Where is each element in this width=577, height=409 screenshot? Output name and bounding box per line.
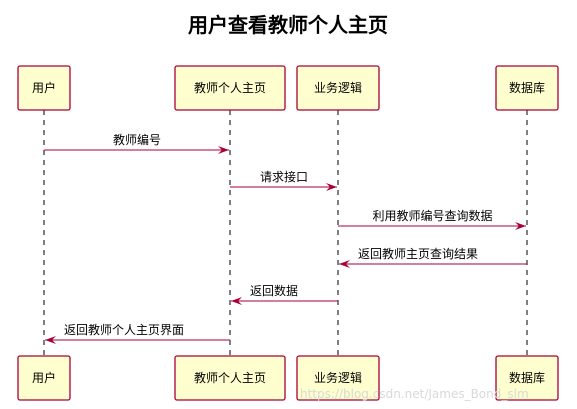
arrow-head bbox=[231, 297, 242, 305]
participant-box bbox=[495, 65, 559, 111]
arrow-head bbox=[326, 183, 337, 191]
message-label: 教师编号 bbox=[113, 132, 161, 147]
arrow-head bbox=[218, 146, 229, 154]
message-4: 返回教师主页查询结果 bbox=[339, 246, 527, 268]
participant-label: 用户 bbox=[32, 370, 56, 385]
watermark-text: https://blog.csdn.net/James_Bond_slm bbox=[300, 387, 529, 401]
participant-box bbox=[17, 355, 71, 401]
participant-user-top: 用户 bbox=[17, 65, 71, 111]
participant-db-bottom: 数据库 bbox=[495, 355, 559, 401]
participant-logic-top: 业务逻辑 bbox=[296, 65, 380, 111]
participant-db-top: 数据库 bbox=[495, 65, 559, 111]
arrow-head bbox=[339, 260, 350, 268]
messages: 教师编号请求接口利用教师编号查询数据返回教师主页查询结果返回数据返回教师个人主页… bbox=[44, 132, 527, 344]
participant-box bbox=[17, 65, 71, 111]
participant-label: 教师个人主页 bbox=[194, 370, 266, 385]
participant-label: 数据库 bbox=[509, 80, 545, 95]
participant-box bbox=[296, 355, 380, 401]
participant-label: 教师个人主页 bbox=[194, 80, 266, 95]
message-label: 返回教师主页查询结果 bbox=[358, 246, 478, 261]
message-label: 返回教师个人主页界面 bbox=[64, 322, 184, 337]
lifelines bbox=[43, 110, 528, 356]
message-3: 利用教师编号查询数据 bbox=[338, 208, 526, 230]
participant-teacher_home-top: 教师个人主页 bbox=[174, 65, 286, 111]
participant-logic-bottom: 业务逻辑 bbox=[296, 355, 380, 401]
arrow-head bbox=[515, 222, 526, 230]
message-label: 利用教师编号查询数据 bbox=[372, 208, 492, 223]
message-5: 返回数据 bbox=[231, 283, 338, 305]
participant-box bbox=[174, 355, 286, 401]
participant-user-bottom: 用户 bbox=[17, 355, 71, 401]
participant-box bbox=[495, 355, 559, 401]
message-1: 教师编号 bbox=[44, 132, 229, 154]
diagram-title: 用户查看教师个人主页 bbox=[188, 13, 388, 37]
arrow-head bbox=[45, 336, 56, 344]
participant-label: 业务逻辑 bbox=[314, 370, 362, 385]
participant-box bbox=[296, 65, 380, 111]
message-6: 返回教师个人主页界面 bbox=[45, 322, 230, 344]
participant-teacher_home-bottom: 教师个人主页 bbox=[174, 355, 286, 401]
participant-label: 用户 bbox=[32, 80, 56, 95]
participant-box bbox=[174, 65, 286, 111]
participant-label: 数据库 bbox=[509, 370, 545, 385]
participant-label: 业务逻辑 bbox=[314, 80, 362, 95]
message-label: 返回数据 bbox=[250, 283, 298, 298]
message-label: 请求接口 bbox=[260, 169, 308, 184]
message-2: 请求接口 bbox=[230, 169, 337, 191]
